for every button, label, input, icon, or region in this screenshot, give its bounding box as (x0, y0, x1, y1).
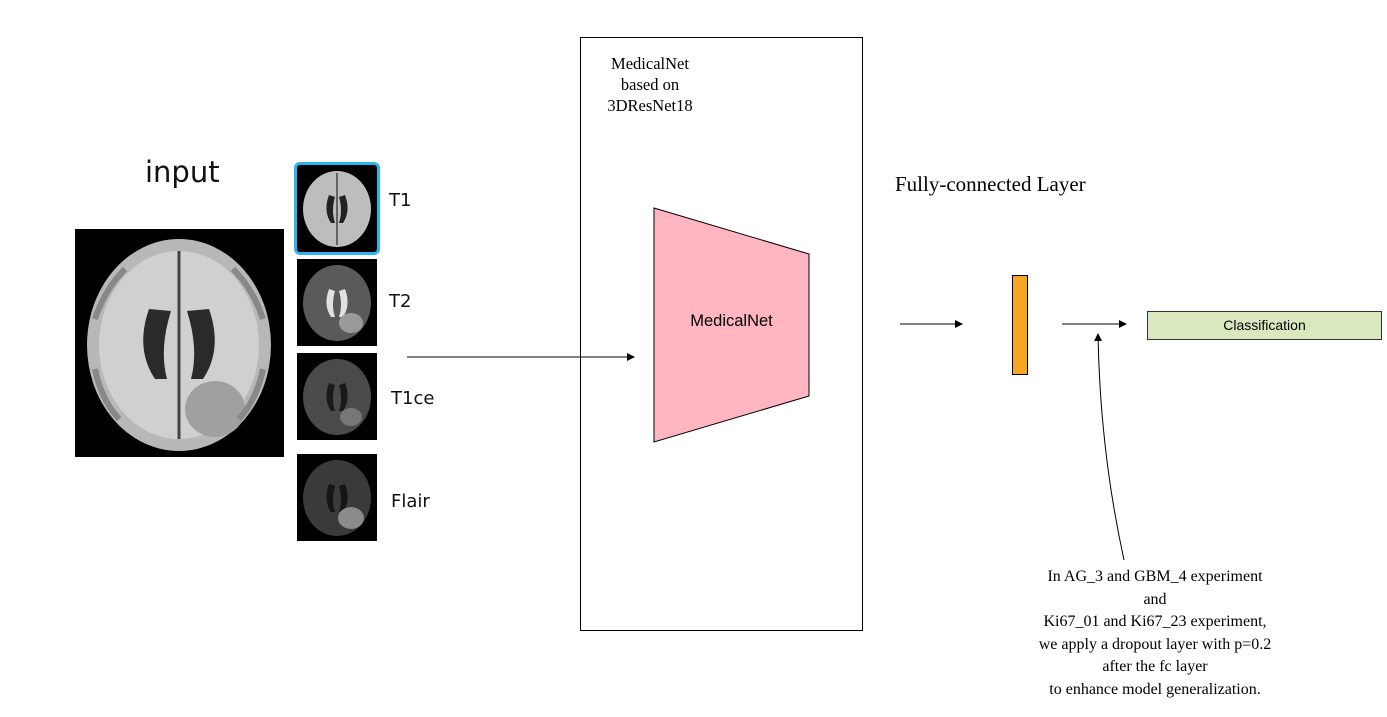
fc-layer-bar (1012, 275, 1028, 375)
note-line: and (1143, 590, 1167, 608)
t1-label: T1 (389, 190, 412, 211)
fc-title: Fully-connected Layer (895, 172, 1086, 196)
arrow-note-to-fc (1094, 333, 1125, 561)
frame-label-line: 3DResNet18 (607, 96, 693, 115)
classification-box: Classification (1147, 311, 1382, 340)
t1ce-thumbnail[interactable] (297, 353, 377, 440)
frame-label-line: MedicalNet (611, 54, 689, 73)
medicalnet-block-label: MedicalNet (690, 312, 773, 330)
frame-label-line: based on (620, 75, 680, 94)
t2-label: T2 (389, 291, 412, 312)
note-line: after the fc layer (1102, 658, 1208, 675)
t2-thumbnail[interactable] (297, 259, 377, 346)
note-line: to enhance model generalization. (1049, 680, 1261, 698)
t1ce-label: T1ce (391, 388, 435, 409)
medicalnet-trapezoid (653, 207, 810, 443)
note-line: In AG_3 and GBM_4 experiment (1047, 568, 1263, 585)
flair-label: Flair (391, 491, 430, 512)
dropout-note: In AG_3 and GBM_4 experiment and Ki67_01… (990, 566, 1320, 701)
note-line: we apply a dropout layer with p=0.2 (1038, 635, 1272, 653)
input-title: input (145, 155, 220, 189)
backbone-frame-label: MedicalNet based on 3DResNet18 (580, 53, 720, 116)
t1-thumbnail[interactable] (297, 165, 377, 252)
flair-thumbnail[interactable] (297, 454, 377, 541)
note-line: Ki67_01 and Ki67_23 experiment, (1043, 613, 1267, 630)
brain-mri-scan-icon (75, 229, 284, 457)
